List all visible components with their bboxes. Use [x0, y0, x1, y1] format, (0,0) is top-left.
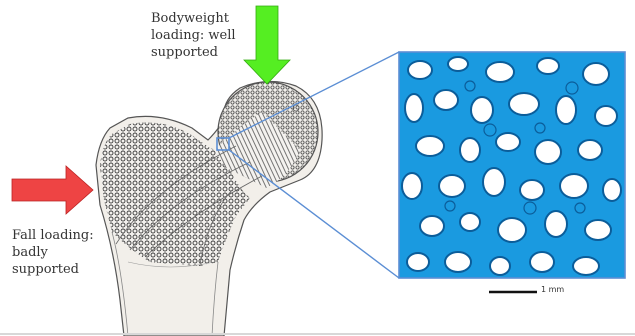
arrow-right-icon — [12, 166, 93, 214]
bodyweight-loading-label: Bodyweight loading: well supported — [151, 10, 281, 61]
scale-bar-label: 1 mm — [541, 285, 564, 294]
femur-illustration — [96, 81, 322, 336]
fall-label-line-2: badly — [12, 244, 122, 261]
micro-ct-image — [399, 52, 625, 278]
fall-label-line-3: supported — [12, 261, 122, 278]
bodyweight-label-line-1: Bodyweight — [151, 10, 281, 27]
fall-label-line-1: Fall loading: — [12, 227, 122, 244]
bodyweight-label-line-3: supported — [151, 44, 281, 61]
bodyweight-label-line-2: loading: well — [151, 27, 281, 44]
fall-loading-label: Fall loading: badly supported — [12, 227, 122, 278]
bottom-divider — [0, 333, 635, 335]
